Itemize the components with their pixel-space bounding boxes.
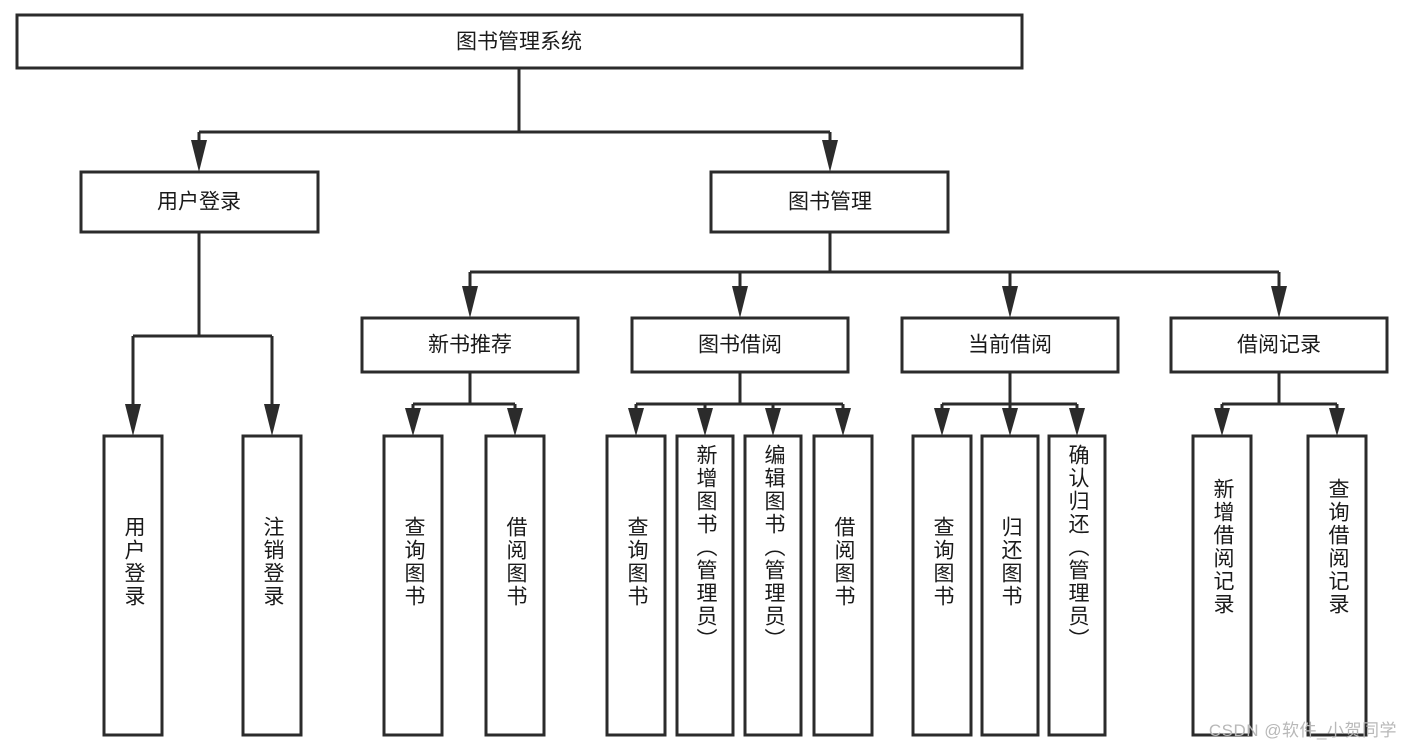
node-box-leaf-confirm-return[interactable] — [1047, 434, 1107, 737]
node-label-borrow-records: 借阅记录 — [1237, 334, 1321, 357]
arrow-head-to-leaf-logout-login — [264, 404, 280, 436]
node-label-user-login: 用户登录 — [157, 191, 241, 214]
connector-book-borrow-to-leaves — [628, 372, 851, 436]
node-box-leaf-add-book[interactable] — [675, 434, 735, 737]
node-box-leaf-borrow-book-2[interactable] — [812, 434, 874, 737]
node-book-management-system[interactable]: 图书管理系统 — [15, 13, 1024, 70]
node-box-leaf-add-record[interactable] — [1191, 434, 1253, 737]
node-current-borrow[interactable]: 当前借阅 — [900, 316, 1120, 374]
arrow-head-to-leaf-query-book-1 — [405, 408, 421, 436]
node-box-current-borrow — [900, 316, 1120, 374]
connector-borrow-records-to-leaves — [1214, 372, 1345, 436]
connector-book-management-to-level2 — [462, 232, 1287, 318]
arrow-head-to-leaf-add-record — [1214, 408, 1230, 436]
node-label-current-borrow: 当前借阅 — [968, 334, 1052, 357]
arrow-head-to-new-book-recommend — [462, 286, 478, 318]
node-box-leaf-edit-book[interactable] — [743, 434, 803, 737]
arrow-head-to-book-borrow — [732, 286, 748, 318]
arrow-head-to-leaf-user-login — [125, 404, 141, 436]
arrow-head-to-user-login — [191, 140, 207, 172]
arrow-head-to-leaf-query-book-3 — [934, 408, 950, 436]
node-borrow-records[interactable]: 借阅记录 — [1169, 316, 1389, 374]
arrow-head-to-leaf-query-record — [1329, 408, 1345, 436]
node-box-leaf-borrow-book-1[interactable] — [484, 434, 546, 737]
arrow-head-to-leaf-confirm-return — [1069, 408, 1085, 436]
node-box-leaf-query-book-3[interactable] — [911, 434, 973, 737]
node-label-new-book-recommend: 新书推荐 — [428, 334, 512, 357]
arrow-head-to-leaf-borrow-book-1 — [507, 408, 523, 436]
node-label-root: 图书管理系统 — [456, 31, 582, 54]
node-new-book-recommend[interactable]: 新书推荐 — [360, 316, 580, 374]
connector-current-borrow-to-leaves — [934, 372, 1085, 436]
node-box-root — [15, 13, 1024, 70]
node-box-leaf-logout-login[interactable] — [241, 434, 303, 737]
arrow-head-to-leaf-add-book — [697, 408, 713, 436]
arrow-head-to-leaf-edit-book — [765, 408, 781, 436]
arrow-head-to-leaf-query-book-2 — [628, 408, 644, 436]
node-book-management[interactable]: 图书管理 — [709, 170, 950, 234]
connector-root-to-level1 — [191, 68, 838, 172]
connector-user-login-to-leaves — [125, 232, 280, 436]
node-label-book-management: 图书管理 — [788, 191, 872, 214]
arrow-head-to-book-management — [822, 140, 838, 172]
node-label-book-borrow: 图书借阅 — [698, 334, 782, 357]
node-box-new-book-recommend — [360, 316, 580, 374]
arrow-head-to-current-borrow — [1002, 286, 1018, 318]
node-box-leaf-query-record[interactable] — [1306, 434, 1368, 737]
arrow-head-to-borrow-records — [1271, 286, 1287, 318]
node-user-login[interactable]: 用户登录 — [79, 170, 320, 234]
arrow-head-to-leaf-return-book — [1002, 408, 1018, 436]
node-box-leaf-return-book[interactable] — [980, 434, 1040, 737]
arrow-head-to-leaf-borrow-book-2 — [835, 408, 851, 436]
leaf-boxes — [102, 434, 1368, 737]
node-box-leaf-query-book-1[interactable] — [382, 434, 444, 737]
node-book-borrow[interactable]: 图书借阅 — [630, 316, 850, 374]
node-box-user-login — [79, 170, 320, 234]
connector-new-book-recommend-to-leaves — [405, 372, 523, 436]
watermark-text: CSDN @软件_小贺同学 — [1208, 721, 1397, 740]
node-box-leaf-query-book-2[interactable] — [605, 434, 667, 737]
node-box-leaf-user-login[interactable] — [102, 434, 164, 737]
